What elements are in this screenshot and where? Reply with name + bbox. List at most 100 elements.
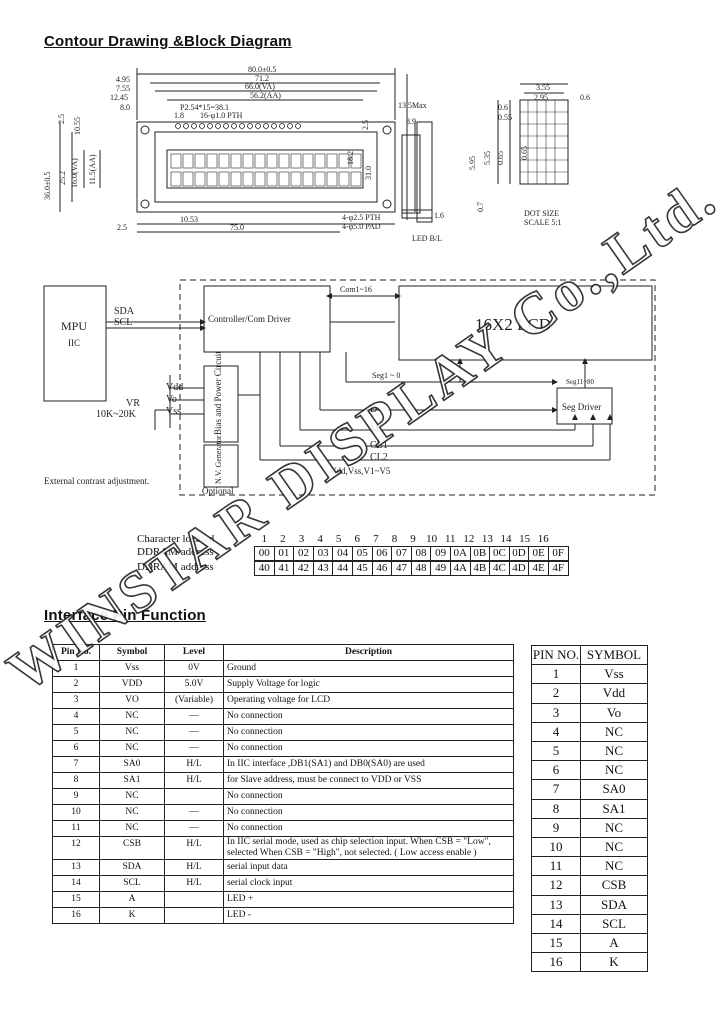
ddram-cell: 44: [332, 561, 353, 576]
dim-pth: 16-φ1.0 PTH: [200, 111, 243, 120]
cell-symbol: NC: [99, 740, 165, 757]
ddram-cell: 0A: [449, 546, 471, 561]
cell-pin-no: 4: [531, 721, 581, 743]
contrast-note: External contrast adjustment.: [44, 476, 149, 486]
ddram-cell: 12: [463, 533, 475, 545]
cell-symbol: NC: [99, 724, 165, 741]
lcd-char-cell: [206, 153, 218, 169]
ddram-cell: 0C: [489, 546, 510, 561]
scale-label: SCALE 5:1: [524, 218, 562, 227]
ddram-cell: 10: [426, 533, 438, 545]
cell-pin-no: 15: [531, 933, 581, 954]
seg-driver-label: Seg Driver: [562, 402, 601, 412]
dim-12-45: 12.45: [110, 93, 128, 102]
ddram-cell: 4: [317, 533, 323, 545]
ddram-cell: 16: [537, 533, 549, 545]
pin-hole: [223, 123, 229, 129]
pin-hole: [279, 123, 285, 129]
cell-symbol: NC: [99, 788, 165, 805]
lcd-char-cell: [278, 171, 290, 187]
lcd-char-cell: [194, 171, 206, 187]
cell-symbol: NC: [580, 817, 648, 839]
lcd-char-cell: [278, 153, 290, 169]
pin-hole: [239, 123, 245, 129]
cell-pin-no: 12: [52, 836, 100, 860]
dot-0-65b: 0.65: [496, 151, 505, 165]
ddram-cell: 48: [410, 561, 432, 576]
ddram-cell: 1: [261, 533, 268, 545]
ddram-cell: 0B: [469, 546, 491, 561]
lcd-char-cell: [194, 153, 206, 169]
cell-description: In IIC interface ,DB1(SA1) and DB0(SA0) …: [223, 756, 514, 773]
cell-symbol: A: [99, 891, 165, 908]
cell-pin-no: 10: [531, 837, 581, 858]
lcd-char-cell: [314, 171, 326, 187]
cell-symbol: SA0: [580, 779, 648, 800]
cell-level: H/L: [164, 836, 224, 860]
cell-description: Ground: [223, 660, 514, 677]
ddram-cell: 49: [430, 561, 451, 576]
cell-description: serial clock input: [223, 875, 514, 892]
dim-height: 36.0±0.5: [43, 172, 52, 200]
lcd-char-cell: [230, 153, 242, 169]
cell-description: In IIC serial mode, used as chip selecti…: [223, 836, 514, 860]
pin-hole: [247, 123, 253, 129]
cell-symbol: A: [580, 933, 648, 954]
dim-16-va: 16.0(VA): [70, 158, 79, 188]
dot-5-35: 5.35: [483, 151, 492, 165]
dim-v1: 2.5: [57, 114, 66, 124]
cell-pin-no: 9: [531, 817, 581, 839]
cell-level: —: [164, 740, 224, 757]
lcd-char-cell: [242, 153, 254, 169]
pin-hole: [199, 123, 205, 129]
ddram-cell: 47: [391, 561, 412, 576]
led-bl-label: LED B/L: [412, 234, 442, 243]
cell-description: serial input data: [223, 859, 514, 876]
cell-pin-no: 6: [531, 760, 581, 781]
cell-symbol: NC: [580, 760, 648, 781]
ddram-cell: 0E: [528, 546, 549, 561]
ddram-cell: 41: [273, 561, 295, 576]
ddram-cell: 0D: [508, 546, 530, 561]
dim-v-2-5: 2.5: [361, 120, 370, 130]
cell-pin-no: 12: [531, 875, 581, 896]
contour-heading: Contour Drawing &Block Diagram: [44, 33, 292, 50]
lcd-char-cell: [254, 171, 266, 187]
dim-7-55: 7.55: [116, 84, 130, 93]
dim-pth-hole: 4-φ2.5 PTH: [342, 213, 381, 222]
d-label: D: [370, 404, 377, 415]
char-row-label: Character located: [137, 533, 215, 545]
ddram-cell: 43: [312, 561, 334, 576]
sda-label: SDA: [114, 306, 135, 317]
nv-label: N.V. Generator: [214, 435, 223, 484]
cell-pin-no: 13: [531, 894, 581, 915]
cell-level: [164, 788, 224, 805]
cell-level: H/L: [164, 875, 224, 892]
cell-description: LED +: [223, 891, 514, 908]
cell-symbol: K: [99, 907, 165, 924]
cell-level: —: [164, 804, 224, 821]
cell-level: [164, 907, 224, 924]
ddram-cell: 9: [410, 533, 416, 545]
lcd-char-cell: [338, 153, 350, 169]
ddram-cell: 06: [371, 546, 393, 561]
bias-label: Bias and Power Circuit: [213, 351, 223, 435]
lcd-char-cell: [314, 153, 326, 169]
cell-description: Supply Voltage for logic: [223, 676, 514, 693]
pin-hole: [191, 123, 197, 129]
